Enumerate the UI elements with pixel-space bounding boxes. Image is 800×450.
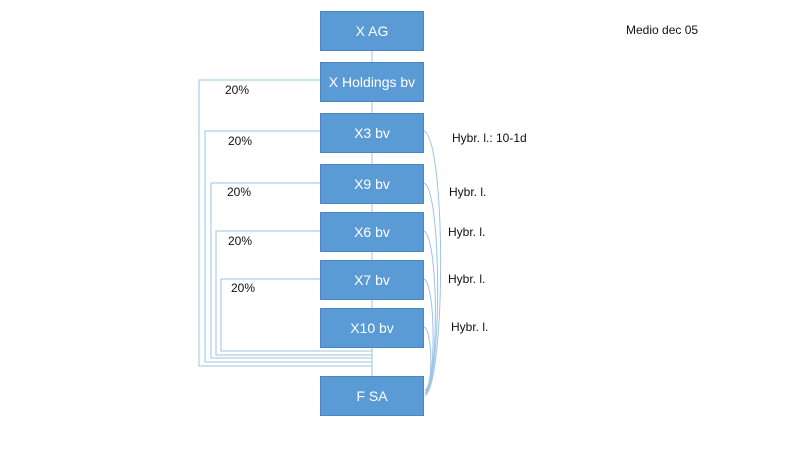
stake-label: 20% — [228, 134, 253, 148]
entity-x-holdings-bv: X Holdings bv — [320, 62, 424, 102]
loan-label: Hybr. l. — [449, 185, 487, 199]
entity-x7-bv: X7 bv — [320, 260, 424, 300]
loan-curve-x3 — [423, 130, 442, 397]
date-note: Medio dec 05 — [626, 23, 699, 37]
entity-x10-bv: X10 bv — [320, 308, 424, 348]
loan-curve-x6 — [423, 230, 436, 394]
loan-label: Hybr. l.: 10-1d — [452, 131, 527, 145]
entity-x9-bv: X9 bv — [320, 164, 424, 204]
stake-label: 20% — [225, 83, 250, 97]
entity-f-sa: F SA — [320, 376, 424, 416]
loan-curve-x10 — [423, 326, 432, 391]
stake-line-x6 — [215, 230, 372, 356]
entity-x3-bv: X3 bv — [320, 113, 424, 153]
stake-line-x7 — [220, 278, 372, 352]
stake-line-holdings — [198, 79, 372, 367]
stake-line-x9 — [210, 182, 372, 359]
stake-label: 20% — [231, 281, 256, 295]
entity-x-ag: X AG — [320, 11, 424, 51]
stake-line-x3 — [204, 130, 372, 363]
loan-label: Hybr. l. — [448, 272, 486, 286]
entity-x6-bv: X6 bv — [320, 212, 424, 252]
stake-label: 20% — [228, 234, 253, 248]
loan-label: Hybr. l. — [451, 320, 489, 334]
stake-label: 20% — [227, 185, 252, 199]
loan-label: Hybr. l. — [448, 225, 486, 239]
